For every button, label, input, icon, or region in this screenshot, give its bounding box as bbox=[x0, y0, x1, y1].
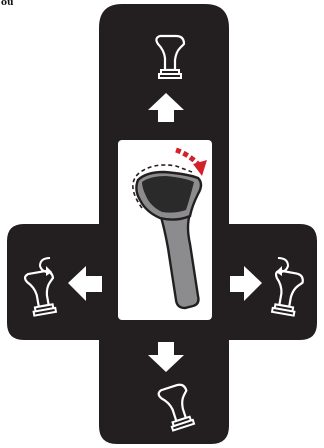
scanner-tilt-diagram bbox=[0, 0, 324, 448]
